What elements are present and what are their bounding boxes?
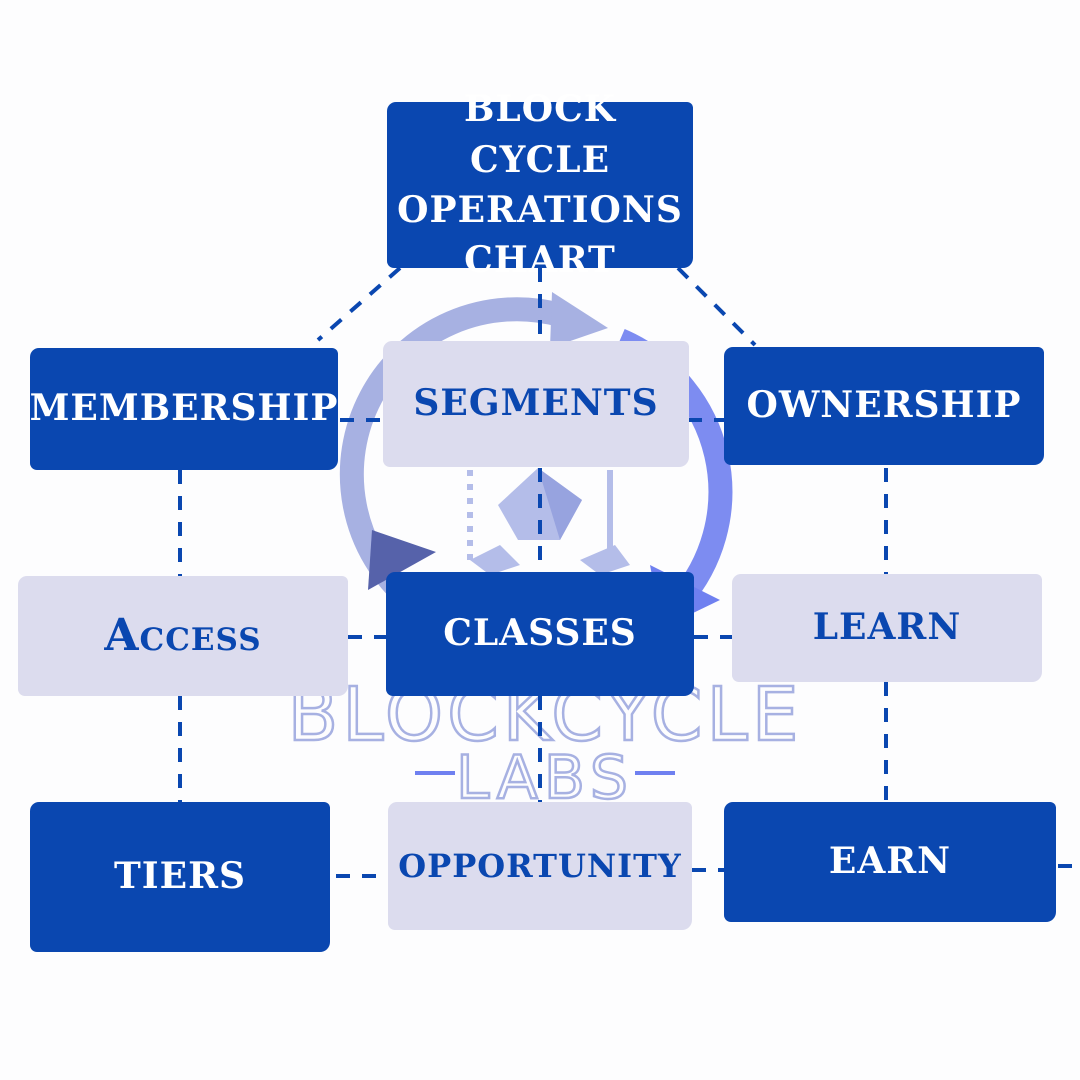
node-opportunity-label: OPPORTUNITY — [398, 846, 682, 885]
node-earn: EARN — [724, 802, 1056, 922]
node-access-label: Access — [104, 609, 262, 661]
node-classes: CLASSES — [386, 572, 694, 696]
node-tiers-label: TIERS — [114, 855, 246, 898]
node-segments: SEGMENTS — [383, 341, 689, 467]
connector-title-membership — [316, 266, 402, 342]
diagram-title-line-2: OPERATIONS — [397, 189, 683, 231]
diagram-title-box: BLOCK CYCLE OPERATIONS CHART — [387, 88, 693, 281]
node-ownership-label: OWNERSHIP — [746, 384, 1022, 427]
node-learn: LEARN — [732, 574, 1042, 682]
node-membership: MEMBERSHIP — [30, 348, 338, 470]
node-access: Access — [18, 576, 348, 696]
node-learn-label: LEARN — [812, 606, 962, 649]
node-opportunity: OPPORTUNITY — [388, 802, 692, 930]
connector-title-ownership — [676, 266, 757, 347]
diagram-title-line-3: CHART — [464, 239, 616, 282]
node-segments-label: SEGMENTS — [413, 382, 659, 425]
node-classes-label: CLASSES — [443, 612, 637, 655]
node-ownership: OWNERSHIP — [724, 347, 1044, 465]
diagram-title-line-1: BLOCK CYCLE — [463, 88, 617, 181]
node-earn-label: EARN — [828, 840, 952, 883]
node-tiers: TIERS — [30, 802, 330, 952]
node-membership-label: MEMBERSHIP — [29, 387, 339, 430]
